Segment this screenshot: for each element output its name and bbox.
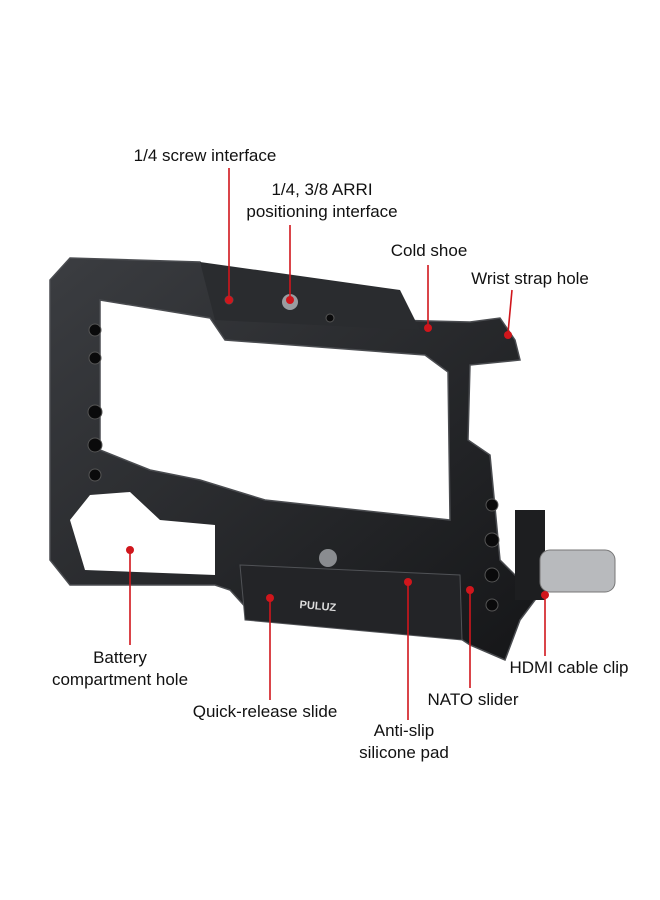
label-line: 1/4, 3/8 ARRI	[271, 180, 373, 199]
top-plate	[200, 262, 420, 330]
label-wrist-strap-hole: Wrist strap hole	[471, 269, 589, 288]
label-arri-interface: 1/4, 3/8 ARRI positioning interface	[246, 179, 397, 223]
label-screw-interface: 1/4 screw interface	[133, 146, 277, 165]
mounting-holes	[87, 295, 500, 612]
callout-lines	[129, 168, 546, 720]
label-line: Battery	[93, 648, 147, 667]
label-battery-compartment: Battery compartment hole	[52, 647, 188, 691]
label-quick-release-slide: Quick-release slide	[192, 702, 338, 721]
tripod-screw	[319, 549, 337, 567]
brand-logo: PULUZ	[299, 599, 337, 614]
label-line: positioning interface	[246, 202, 398, 221]
label-line: Anti-slip	[373, 721, 435, 740]
label-anti-slip-pad: Anti-slip silicone pad	[359, 720, 449, 764]
quick-release-slide-shape	[239, 564, 463, 641]
battery-opening	[70, 492, 215, 575]
label-line: silicone pad	[359, 743, 449, 762]
label-line: compartment hole	[51, 670, 189, 689]
label-cold-shoe: Cold shoe	[390, 241, 468, 260]
label-hdmi-cable-clip: HDMI cable clip	[509, 658, 629, 677]
knurled-knob	[539, 549, 616, 593]
callout-dots	[126, 296, 549, 602]
label-nato-slider: NATO slider	[427, 690, 519, 709]
